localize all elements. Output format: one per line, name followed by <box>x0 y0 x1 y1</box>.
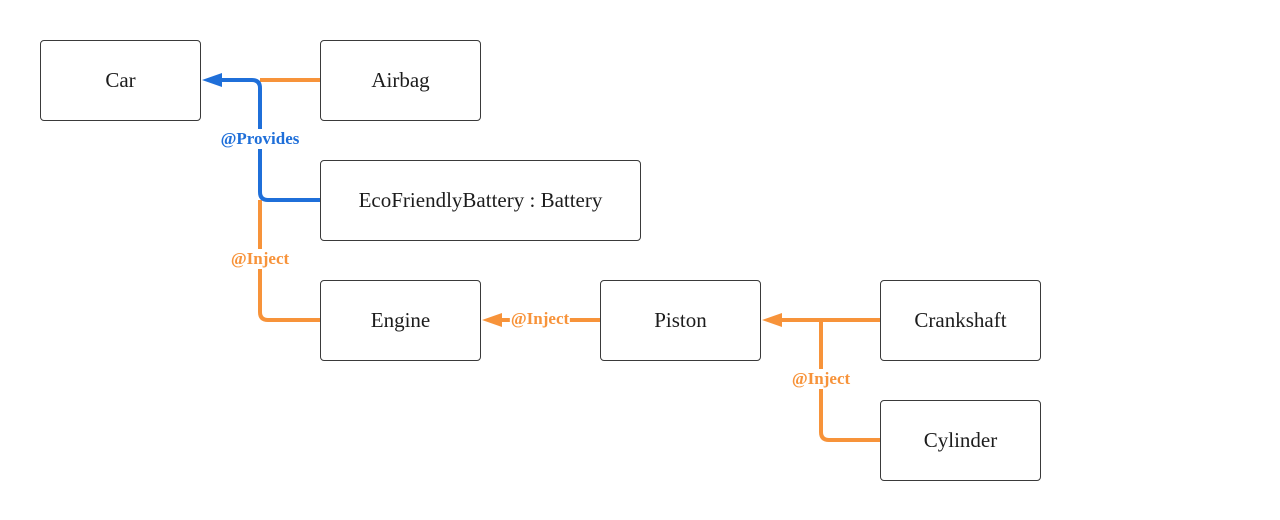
arrowhead-engine <box>482 313 502 327</box>
edge-label-inject-piston: @Inject <box>790 369 852 389</box>
arrowhead-car <box>202 73 222 87</box>
arrowhead-piston <box>762 313 782 327</box>
node-engine: Engine <box>320 280 481 361</box>
node-airbag: Airbag <box>320 40 481 121</box>
node-piston: Piston <box>600 280 761 361</box>
node-crankshaft: Crankshaft <box>880 280 1041 361</box>
edge-label-inject-car: @Inject <box>229 249 291 269</box>
node-cylinder: Cylinder <box>880 400 1041 481</box>
connector-engine-to-car <box>258 200 320 322</box>
edge-label-inject-engine: @Inject <box>509 309 571 329</box>
node-car: Car <box>40 40 201 121</box>
connector-cylinder-to-piston <box>819 320 880 442</box>
edge-label-provides: @Provides <box>219 129 301 149</box>
node-eco-friendly-battery: EcoFriendlyBattery : Battery <box>320 160 641 241</box>
